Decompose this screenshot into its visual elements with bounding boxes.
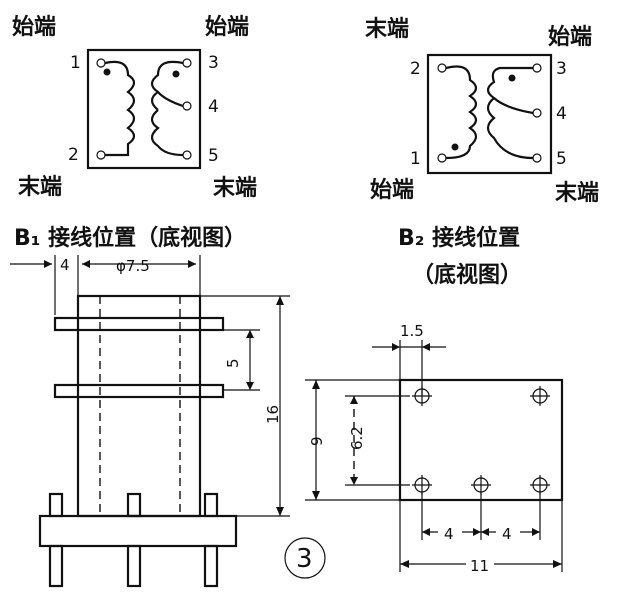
b2-pin-hole [530, 386, 550, 406]
b1-pin-1-label: 1 [70, 53, 81, 73]
b1-arrow [276, 507, 284, 516]
b1-arrow [246, 330, 254, 338]
b2-pin-4 [532, 108, 542, 118]
b1-dim-flange: 4 [60, 256, 70, 274]
b2-pin-1-label: 1 [410, 149, 421, 169]
b1-pin-top [203, 492, 219, 518]
figure-number-circle [284, 537, 326, 579]
b2-start-right-label: 始端 [548, 24, 592, 50]
b1-schematic: 始端 始端 1 2 3 4 5 末端 末端 [12, 14, 257, 201]
b2-dot-primary [451, 143, 459, 151]
figure-number: 3 [296, 544, 313, 574]
b1-pin-4-label: 4 [208, 97, 219, 117]
b2-end-right-label: 末端 [555, 181, 599, 206]
b2-pin-3 [532, 63, 542, 73]
b2-coil-frame [426, 53, 553, 175]
b1-dim-diameter: φ7.5 [116, 257, 150, 275]
b1-pin-top [48, 492, 64, 518]
b1-pin-bottom [126, 544, 142, 588]
b1-start-right-label: 始端 [205, 14, 249, 40]
b1-pin-2-label: 2 [68, 145, 79, 165]
b1-arrow [82, 260, 90, 268]
b1-arrow [246, 382, 254, 390]
b1-pin-5 [182, 150, 192, 160]
b2-label-bg [496, 522, 520, 542]
b2-arrow [473, 528, 481, 536]
b2-pin-4-label: 4 [556, 104, 567, 124]
b2-schematic: 末端 始端 2 1 3 4 5 始端 末端 [365, 17, 599, 206]
b1-start-left-label: 始端 [12, 14, 56, 40]
b2-secondary-winding [486, 66, 534, 160]
b2-pin-2-label: 2 [410, 59, 421, 79]
b2-end-left-label: 末端 [365, 17, 409, 42]
b2-title: B₂ 接线位置 [398, 225, 520, 251]
b2-arrow [312, 491, 320, 500]
b2-arrow [392, 343, 400, 351]
b1-arrow [188, 260, 196, 268]
b1-dot-primary [103, 68, 111, 76]
b1-arrow [44, 260, 52, 268]
b2-pin-5 [532, 153, 542, 163]
b2-primary-winding [445, 65, 478, 160]
b2-bottom-view: 1.5 9 6.2 [305, 322, 564, 575]
b1-pin-5-label: 5 [208, 146, 219, 166]
b2-arrow [422, 343, 430, 351]
b1-end-left-label: 末端 [18, 175, 62, 200]
b2-dim-width: 11 [470, 557, 489, 575]
b2-arrow [400, 560, 409, 568]
b1-pin-3-label: 3 [208, 53, 219, 73]
b1-coil-frame [86, 48, 202, 170]
b2-arrow [553, 560, 562, 568]
b2-pin-2 [437, 63, 447, 73]
b1-pin-2 [96, 150, 106, 160]
b2-dim-pitch-a: 4 [444, 525, 454, 543]
b1-primary-winding [104, 60, 136, 157]
b2-dim-height: 9 [308, 436, 326, 446]
b2-label-bg [466, 554, 494, 574]
b2-pin-5-label: 5 [556, 149, 567, 169]
b1-arrow [276, 296, 284, 305]
b1-upper-flange [53, 316, 225, 332]
b1-base [38, 514, 238, 548]
b1-side-view: 4 φ7.5 5 16 [10, 255, 290, 588]
b1-lower-flange [53, 383, 225, 399]
b2-arrow [312, 380, 320, 389]
b2-arrow [481, 528, 489, 536]
b2-dot-secondary [508, 74, 516, 82]
b2-arrow [350, 477, 358, 485]
b2-arrow [422, 528, 430, 536]
b1-title: B₁ 接线位置（底视图） [14, 225, 246, 251]
b1-secondary-winding [150, 60, 184, 157]
b1-dot-secondary [172, 70, 180, 78]
b1-pin-3 [182, 58, 192, 68]
b2-start-left-label: 始端 [370, 177, 414, 203]
b2-pin-3-label: 3 [556, 59, 567, 79]
b1-pin-1 [96, 58, 106, 68]
b2-dim-row-spacing: 6.2 [348, 426, 366, 450]
b2-dim-pitch-b: 4 [502, 525, 512, 543]
b2-label-bg [438, 522, 462, 542]
b2-dim-pin-offset: 1.5 [400, 322, 424, 340]
b1-pin-bottom [203, 544, 219, 588]
b1-pin-bottom [48, 544, 64, 588]
b1-dim-spacing: 5 [224, 358, 242, 368]
b1-pin-4 [182, 101, 192, 111]
b1-end-right-label: 末端 [213, 176, 257, 201]
b1-pin-top [126, 492, 142, 518]
b2-subtitle: （底视图） [412, 262, 522, 288]
b1-dim-height: 16 [264, 405, 282, 424]
b2-pin-hole [412, 386, 432, 406]
b2-arrow [350, 396, 358, 404]
b2-pin-1 [437, 153, 447, 163]
b2-arrow [532, 528, 540, 536]
